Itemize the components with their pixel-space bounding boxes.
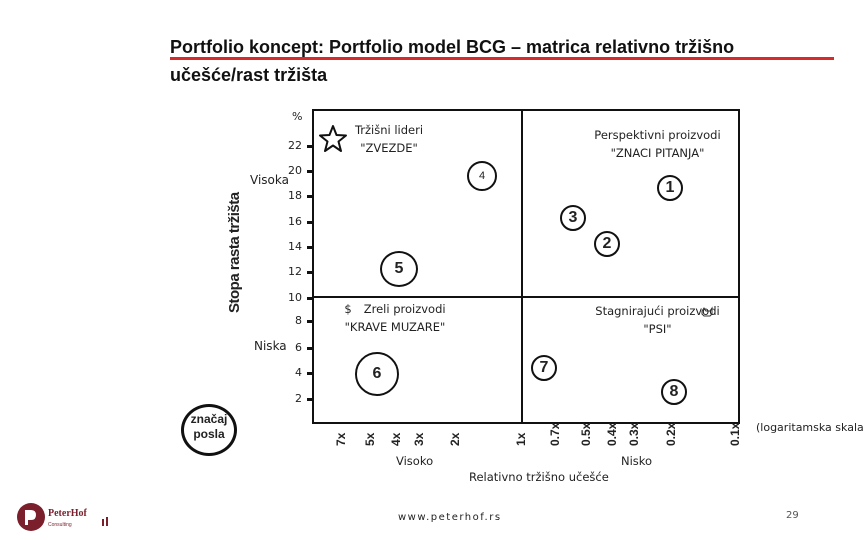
- x-scale-note: (logaritamska skala): [756, 421, 864, 434]
- stars-line2: "ZVEZDE": [360, 141, 418, 155]
- quadrant-cows-label: $ Zreli proizvodi "KRAVE MUZARE": [340, 300, 450, 336]
- legend-line1: značaj: [190, 412, 228, 426]
- y-tick-10: 10: [288, 291, 302, 304]
- legend-circle: [181, 404, 237, 456]
- y-tick-mark: [307, 372, 312, 375]
- cows-line1: $ Zreli proizvodi: [340, 300, 450, 318]
- y-tick-mark: [307, 145, 312, 148]
- quadrant-dogs-label: Stagnirajući proizvodi "PSI": [590, 302, 725, 338]
- x-tick-5x: 5x: [363, 432, 377, 446]
- x-tick-0.5x: 0.5x: [579, 422, 593, 446]
- y-tick-mark: [307, 221, 312, 224]
- y-tick-14: 14: [288, 240, 302, 253]
- title-underline: [170, 57, 834, 60]
- y-tick-mark: [307, 320, 312, 323]
- logo-sub: Consulting: [48, 522, 72, 528]
- y-axis-title: Stopa rasta tržišta: [226, 192, 243, 313]
- matrix-frame: [312, 109, 740, 424]
- x-tick-1x: 1x: [514, 432, 528, 446]
- y-tick-12: 12: [288, 265, 302, 278]
- x-tick-4x: 4x: [389, 432, 403, 446]
- y-tick-2: 2: [295, 392, 302, 405]
- y-tick-mark: [307, 170, 312, 173]
- y-tick-4: 4: [295, 366, 302, 379]
- x-tick-3x: 3x: [412, 432, 426, 446]
- horizontal-divider: [312, 296, 740, 298]
- y-tick-18: 18: [288, 189, 302, 202]
- cows-line2: "KRAVE MUZARE": [344, 320, 446, 334]
- bubble-3: 3: [560, 205, 586, 231]
- x-tick-0.3x: 0.3x: [627, 422, 641, 446]
- logo-name: PeterHof: [48, 508, 88, 519]
- y-tick-20: 20: [288, 164, 302, 177]
- peterhof-logo: PeterHof Consulting: [17, 503, 108, 531]
- quadrant-question-label: Perspektivni proizvodi "ZNACI PITANJA": [590, 126, 725, 162]
- y-tick-mark: [307, 398, 312, 401]
- dog-icon: [701, 306, 713, 317]
- bubble-5: 5: [380, 251, 418, 287]
- x-tick-0.1x: 0.1x: [728, 422, 742, 446]
- y-tick-mark: [307, 246, 312, 249]
- x-low-label: Nisko: [621, 454, 653, 468]
- bubble-2: 2: [594, 231, 620, 257]
- question-line2: "ZNACI PITANJA": [610, 146, 705, 160]
- dollar-icon: $: [344, 302, 352, 316]
- question-line1: Perspektivni proizvodi: [594, 128, 721, 142]
- y-tick-mark: [307, 297, 312, 300]
- y-axis-unit: %: [292, 110, 303, 123]
- legend-line2: posla: [193, 427, 225, 441]
- bubble-8: 8: [661, 379, 687, 405]
- slide-title: Portfolio koncept: Portfolio model BCG –…: [170, 37, 735, 85]
- y-tick-6: 6: [295, 341, 302, 354]
- page-number: 29: [786, 510, 799, 521]
- bubble-6: 6: [355, 352, 399, 396]
- dogs-line2: "PSI": [643, 322, 672, 336]
- x-axis-title: Relativno tržišno učešće: [469, 470, 609, 484]
- y-tick-8: 8: [295, 314, 302, 327]
- vertical-divider: [521, 109, 523, 424]
- cows-line1-text: Zreli proizvodi: [363, 302, 446, 316]
- bubble-4: 4: [467, 161, 497, 191]
- y-high-label: Visoka: [250, 173, 289, 187]
- legend-label: značaj posla: [181, 412, 237, 442]
- x-high-label: Visoko: [396, 454, 434, 468]
- x-tick-0.4x: 0.4x: [605, 422, 619, 446]
- y-low-label: Niska: [254, 339, 287, 353]
- star-icon: [319, 125, 347, 152]
- stars-line1: Tržišni lideri: [354, 123, 424, 137]
- bubble-1: 1: [657, 175, 683, 201]
- y-tick-mark: [307, 195, 312, 198]
- y-tick-mark: [307, 347, 312, 350]
- x-tick-0.7x: 0.7x: [548, 422, 562, 446]
- y-tick-mark: [307, 271, 312, 274]
- bubble-7: 7: [531, 355, 557, 381]
- dogs-line1: Stagnirajući proizvodi: [595, 304, 720, 318]
- x-tick-0.2x: 0.2x: [664, 422, 678, 446]
- x-tick-2x: 2x: [448, 432, 462, 446]
- y-tick-16: 16: [288, 215, 302, 228]
- y-tick-22: 22: [288, 139, 302, 152]
- website-url: www.peterhof.rs: [398, 512, 502, 523]
- quadrant-stars-label: Tržišni lideri "ZVEZDE": [344, 121, 434, 157]
- x-tick-7x: 7x: [334, 432, 348, 446]
